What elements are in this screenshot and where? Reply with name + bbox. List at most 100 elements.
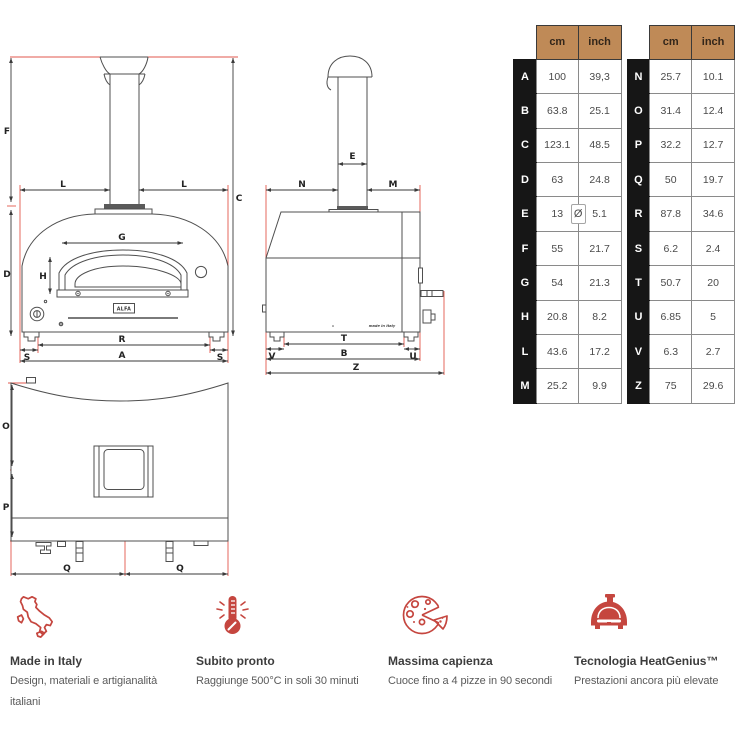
table-corner-blank (514, 26, 537, 60)
dimension-letter: O (626, 93, 651, 129)
diameter-icon: Ø (570, 204, 586, 225)
dimension-letter: D (513, 162, 537, 198)
dimension-cm-value: 25.7 (649, 58, 693, 95)
feature-made-in-italy: Made in Italy Design, materiali e artigi… (10, 592, 196, 713)
feature-massima-capienza: Massima capienza Cuoce fino a 4 pizze in… (388, 592, 574, 713)
svg-text:E: E (349, 152, 355, 162)
chimney-collar (104, 204, 145, 209)
dimension-letter: R (626, 196, 651, 232)
dimension-inch-value: 8.2 (577, 299, 622, 336)
dimension-letter: E (513, 196, 537, 232)
dimension-letter: T (626, 265, 651, 301)
svg-text:F: F (4, 127, 10, 137)
feature-title: Tecnologia HeatGenius™ (574, 654, 719, 668)
side-oven-outline: made in Italy (262, 55, 444, 342)
svg-text:G: G (118, 233, 125, 243)
svg-text:S: S (217, 353, 223, 363)
dimension-cm-value: 63 (535, 162, 579, 198)
feature-heatgenius: Tecnologia HeatGenius™ Prestazioni ancor… (574, 592, 733, 713)
dimension-letter: H (513, 299, 537, 336)
rear-view-drawing: O P Q Q (2, 377, 229, 576)
svg-text:R: R (119, 335, 126, 345)
feature-description: Cuoce fino a 4 pizze in 90 secondi (388, 675, 553, 687)
dimension-inch-value: 12.7 (691, 127, 735, 164)
side-view-drawing: made in Italy E N M T V U B Z (262, 55, 445, 375)
dimension-cm-value: 87.8 (649, 196, 693, 232)
dimension-cm-value: 6.2 (649, 230, 693, 267)
svg-text:Q: Q (176, 564, 184, 574)
dimension-inch-value: 10.1 (691, 58, 735, 95)
dimension-cm-value: 123.1 (535, 127, 579, 164)
dimension-cm-value: 63.8 (535, 93, 579, 129)
rear-dimensions: O P Q Q (2, 385, 228, 576)
dimension-letter: N (626, 58, 651, 95)
dimension-inch-value: 9.9 (577, 368, 622, 404)
gas-knob (29, 306, 45, 322)
svg-text:L: L (60, 180, 66, 190)
feature-title: Subito pronto (196, 654, 275, 668)
dimension-inch-value: 21.3 (577, 265, 622, 301)
dimension-cm-value: 20.8 (535, 299, 579, 336)
dimension-inch-value: 19.7 (691, 162, 735, 198)
svg-text:Z: Z (353, 363, 360, 373)
thermometer-dial (194, 265, 208, 279)
side-dimensions: E N M T V U B Z (266, 152, 444, 375)
svg-text:D: D (3, 270, 10, 280)
italy-map-icon (10, 592, 196, 646)
dimension-letter: C (513, 127, 537, 164)
dimension-letter: Q (626, 162, 651, 198)
svg-text:V: V (269, 352, 276, 362)
cm-column-header: cm (649, 25, 693, 60)
mouth-shelf (56, 289, 189, 298)
dimension-letter: V (626, 334, 651, 370)
dimension-inch-value: 29.6 (691, 368, 735, 404)
dimension-cm-value: 31.4 (649, 93, 693, 129)
oven-icon (574, 592, 733, 646)
dimension-cm-value: 50.7 (649, 265, 693, 301)
dimension-letter: F (513, 230, 537, 267)
dimension-cm-value: 6.3 (649, 334, 693, 370)
dimension-cm-value: 25.2 (535, 368, 579, 404)
dimension-cm-value: 55 (535, 230, 579, 267)
features-row: Made in Italy Design, materiali e artigi… (10, 592, 733, 713)
svg-text:C: C (236, 194, 243, 204)
svg-text:S: S (24, 353, 30, 363)
dimension-cm-value: 32.2 (649, 127, 693, 164)
svg-text:B: B (341, 349, 348, 359)
dimension-cm-value: 100 (535, 58, 579, 95)
dimension-inch-value: 25.1 (577, 93, 622, 129)
dimension-inch-value: 39,3 (577, 58, 622, 95)
rear-access-panel (93, 445, 154, 498)
dimension-inch-value: 5 (691, 299, 735, 336)
dimension-inch-value: 2.7 (691, 334, 735, 370)
svg-text:T: T (341, 334, 348, 344)
feature-description: Design, materiali e artigianalità italia… (10, 675, 158, 708)
dimension-inch-value: 12.4 (691, 93, 735, 129)
svg-text:M: M (389, 180, 398, 190)
dimension-inch-value: 2.4 (691, 230, 735, 267)
dimension-inch-value: 34.6 (691, 196, 735, 232)
cm-column-header: cm (535, 25, 579, 60)
dimension-letter: Z (626, 368, 651, 404)
dimension-inch-value: 20 (691, 265, 735, 301)
dimension-cm-value: 43.6 (535, 334, 579, 370)
svg-text:O: O (2, 422, 10, 432)
dimension-inch-value: 17.2 (577, 334, 622, 370)
front-oven-outline: ALFA (21, 56, 229, 342)
dimension-inch-value: 21.7 (577, 230, 622, 267)
